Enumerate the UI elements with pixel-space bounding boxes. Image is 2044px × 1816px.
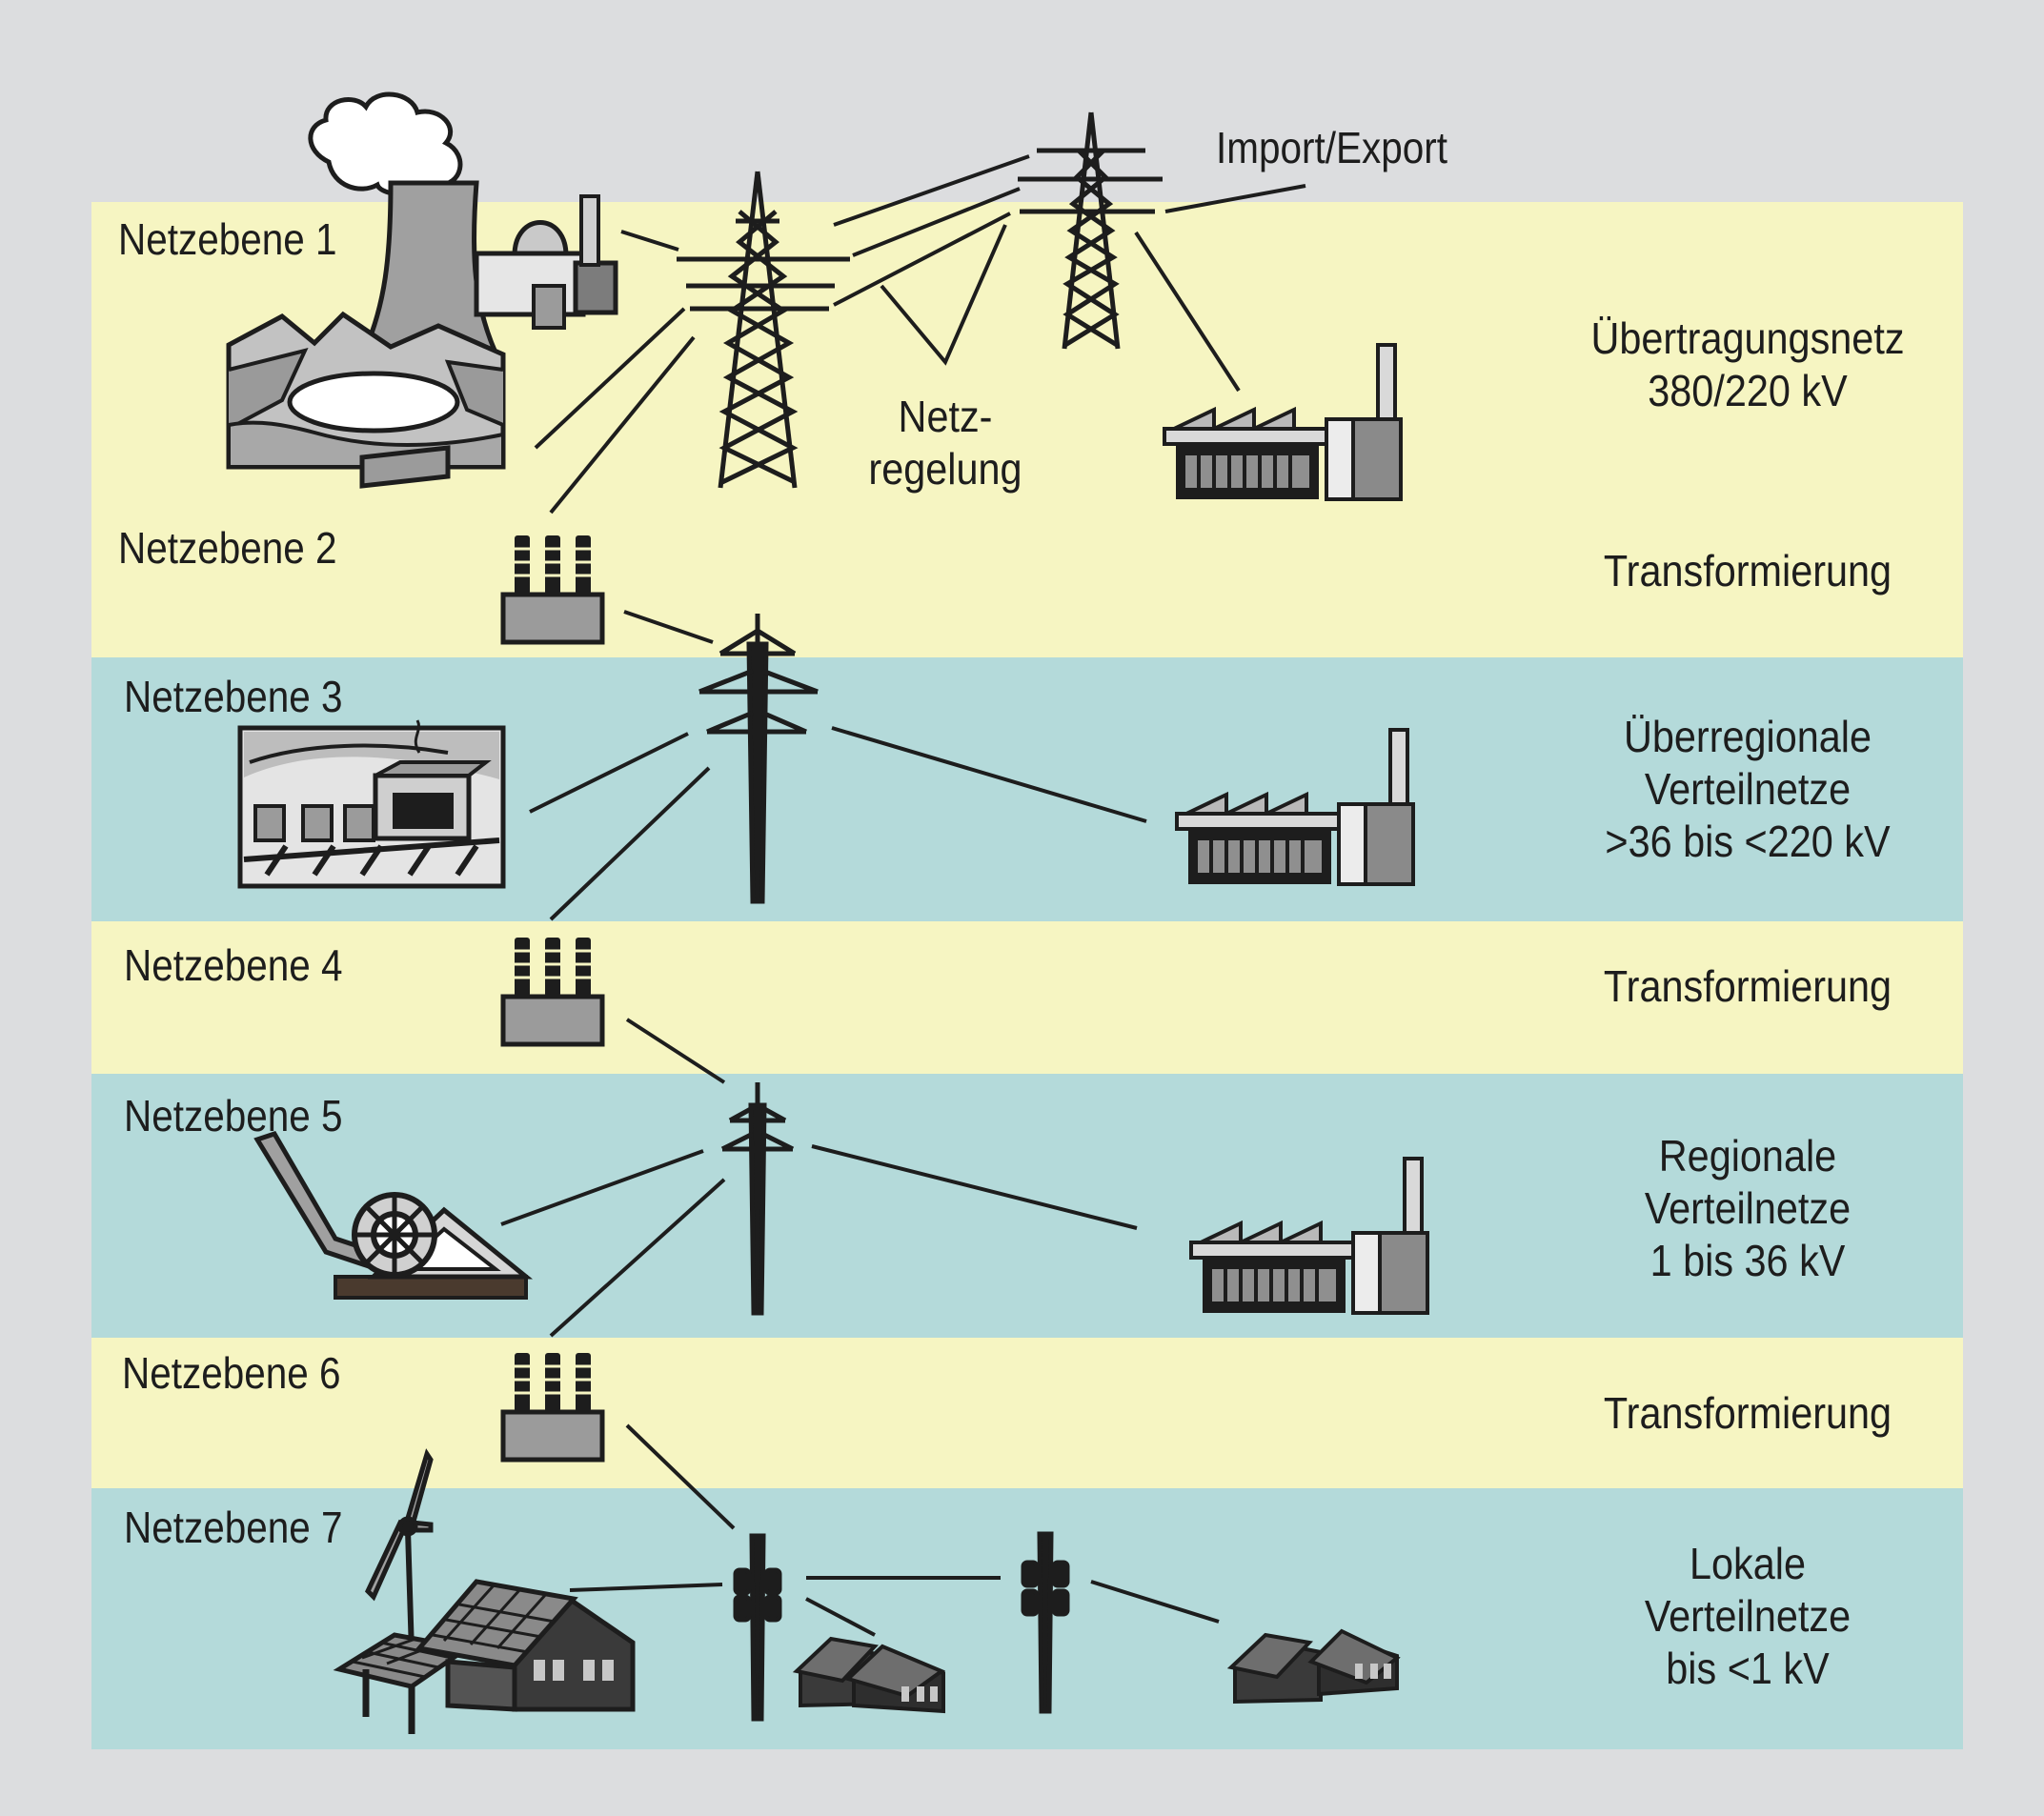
import-export-label: Import/Export [1216,123,1447,172]
level-label-3: Netzebene 3 [124,672,343,721]
factory-icon [1163,343,1403,501]
level-description-1: Übertragungsnetz 380/220 kV [1538,313,1957,417]
wind-turbine-icon [364,1448,434,1653]
description-line: Transformierung [1603,961,1892,1011]
description-line: Transformierung [1603,1388,1892,1438]
low-voltage-pole-icon [733,1533,782,1722]
level-description-2: Transformierung [1538,545,1957,597]
level-label-1: Netzebene 1 [118,214,337,264]
band-netzebene-4 [91,921,1963,1074]
transmission-tower-icon [677,171,850,489]
transformer-icon [503,1353,602,1460]
description-line: >36 bis <220 kV [1605,817,1891,866]
description-line: Verteilnetze [1644,764,1852,814]
houses-icon [792,1636,946,1714]
factory-icon [1189,1157,1429,1315]
house-with-solar-roof-icon [415,1579,636,1712]
netzregelung-line-2: regelung [868,444,1022,494]
description-line: 1 bis 36 kV [1649,1236,1846,1285]
level-description-5: Regionale Verteilnetze 1 bis 36 kV [1538,1130,1957,1287]
description-line: Transformierung [1603,546,1892,595]
description-line: Verteilnetze [1644,1183,1852,1233]
industrial-plant-icon [237,719,506,889]
band-netzebene-6 [91,1338,1963,1488]
description-line: Übertragungsnetz [1590,313,1905,363]
low-voltage-pole-icon [1021,1531,1070,1714]
level-description-3: Überregionale Verteilnetze >36 bis <220 … [1538,711,1957,868]
medium-voltage-pole-icon [720,1082,795,1316]
high-voltage-pole-icon [698,614,819,904]
houses-icon [1226,1628,1401,1705]
level-description-7: Lokale Verteilnetze bis <1 kV [1538,1538,1957,1695]
level-label-6: Netzebene 6 [122,1348,341,1398]
factory-icon [1175,728,1415,886]
description-line: Regionale [1658,1131,1837,1180]
level-description-6: Transformierung [1538,1387,1957,1440]
water-mill-icon [253,1130,534,1300]
transformer-icon [503,535,602,642]
level-label-7: Netzebene 7 [124,1503,343,1552]
description-line: 380/220 kV [1648,366,1848,415]
description-line: bis <1 kV [1666,1644,1830,1693]
description-line: Lokale [1689,1539,1807,1588]
level-description-4: Transformierung [1538,960,1957,1013]
netzregelung-line-1: Netz- [898,392,993,441]
transformer-icon [503,938,602,1044]
description-line: Verteilnetze [1644,1591,1852,1641]
level-label-2: Netzebene 2 [118,523,337,573]
transmission-tower-icon [1018,111,1163,350]
level-label-4: Netzebene 4 [124,940,343,990]
netzregelung-label: Netz- regelung [736,391,1155,495]
level-label-5: Netzebene 5 [124,1091,343,1140]
power-plant-icon [226,91,618,489]
description-line: Überregionale [1623,712,1872,761]
